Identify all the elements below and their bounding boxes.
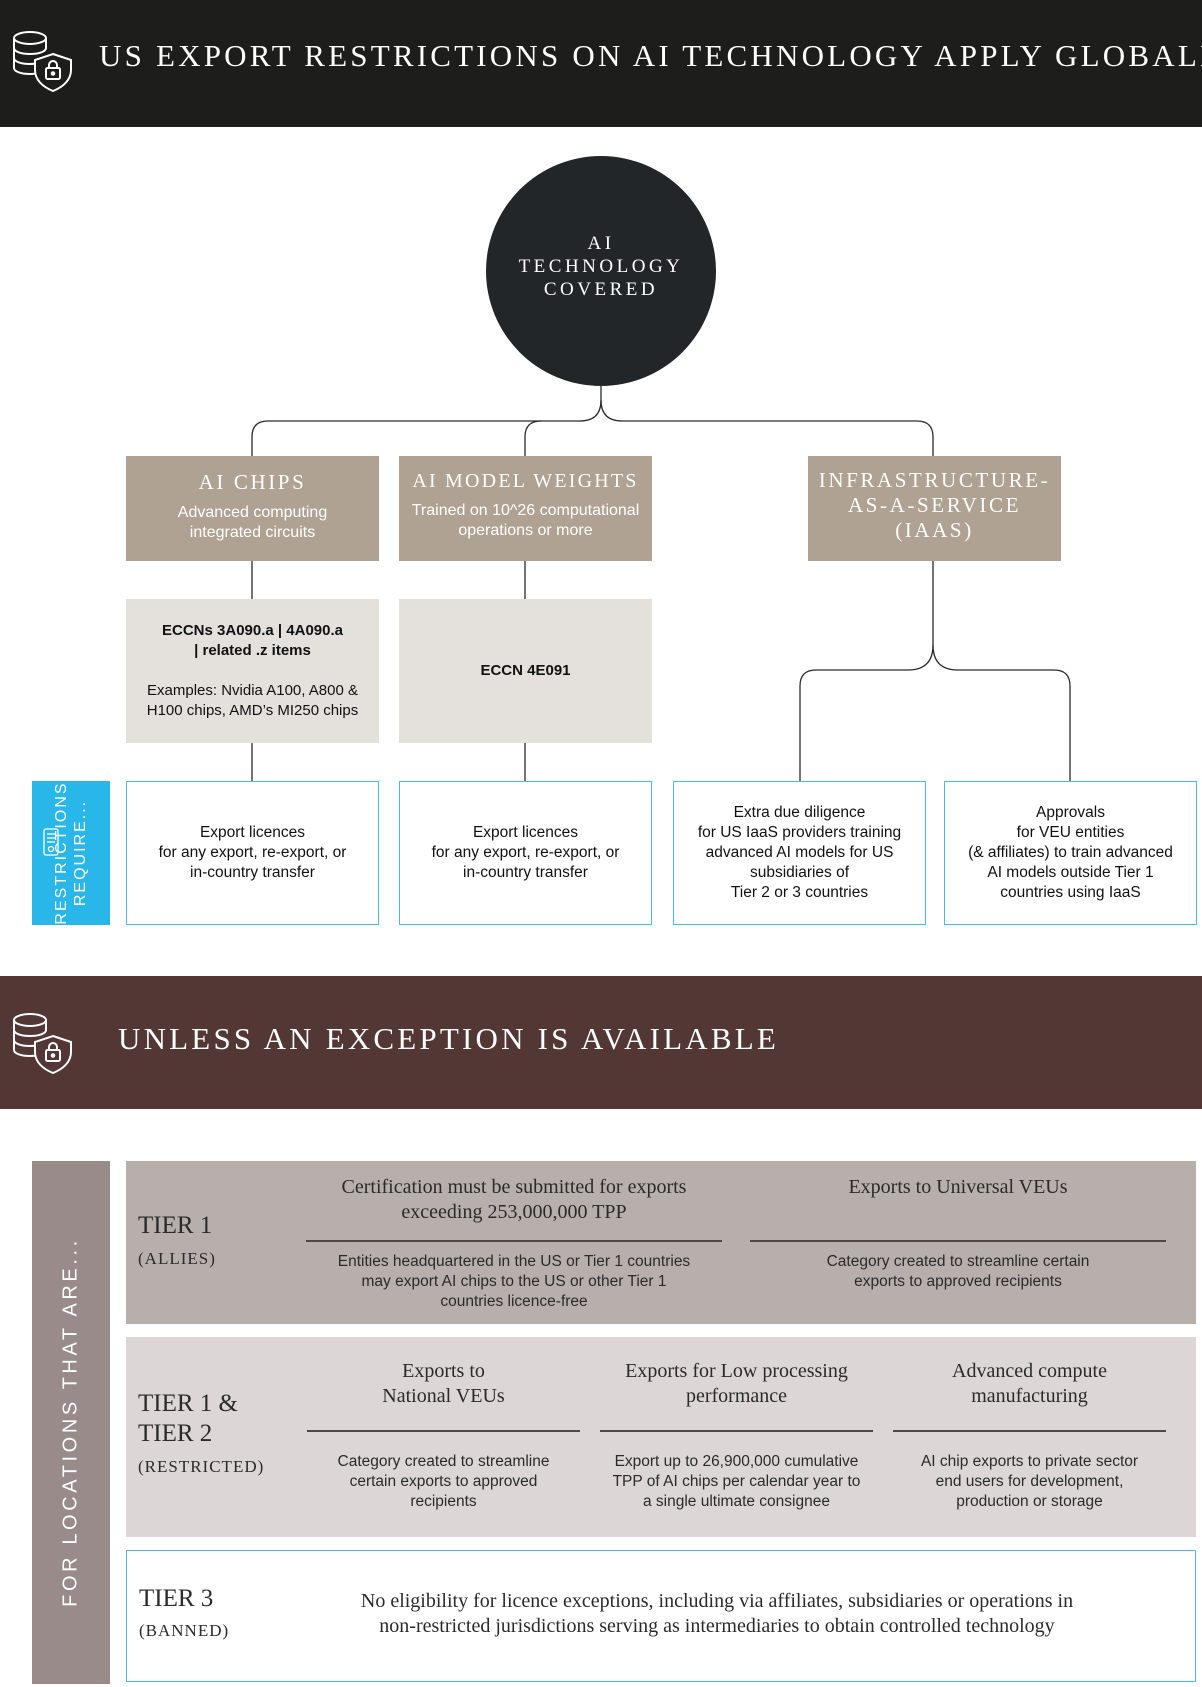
- root-line-2: TECHNOLOGY: [518, 255, 684, 277]
- column-divider: [750, 1240, 1166, 1242]
- page-title: US EXPORT RESTRICTIONS ON AI TECHNOLOGY …: [99, 38, 1202, 73]
- eccn-box-ai-model-weights: ECCN 4E091: [399, 599, 652, 743]
- column-divider: [306, 1240, 722, 1242]
- category-ai-model-weights: AI MODEL WEIGHTS Trained on 10^26 comput…: [399, 456, 652, 561]
- tier-2-column-national-veus: Exports to National VEUs: [382, 1360, 505, 1407]
- tier-2-column-advanced-compute-desc: AI chip exports to private sector end us…: [920, 1453, 1139, 1510]
- tier-2-column-advanced-compute: Advanced compute manufacturing: [952, 1360, 1107, 1407]
- tier-2-column-national-veus-desc: Category created to streamline certain e…: [337, 1453, 550, 1510]
- category-ai-chips: AI CHIPS Advanced computing integrated c…: [126, 456, 379, 561]
- restrictions-label: RESTRICTIONS REQUIRE...: [32, 781, 110, 925]
- eccn-code-continued: | related .z items: [194, 642, 311, 659]
- exception-title: UNLESS AN EXCEPTION IS AVAILABLE: [118, 1021, 780, 1056]
- eccn-box-ai-chips: ECCNs 3A090.a | 4A090.a | related .z ite…: [126, 599, 379, 743]
- tier-1-column-universal-veus-desc: Category created to streamline certain e…: [826, 1253, 1090, 1290]
- eccn-examples: Examples: Nvidia A100, A800 &: [147, 682, 358, 699]
- tier-2-column-low-processing: Exports for Low processing performance: [625, 1360, 848, 1407]
- tier-1-column-universal-veus: Exports to Universal VEUs: [848, 1176, 1068, 1198]
- tier-name: TIER 3: [139, 1585, 214, 1612]
- tier-name: TIER 1 & TIER 2: [138, 1390, 238, 1447]
- category-subtitle: Trained on 10^26 computational operation…: [411, 502, 640, 539]
- tier-sub: (BANNED): [139, 1621, 230, 1640]
- tier-name: TIER 1: [138, 1212, 213, 1239]
- category-iaas: INFRASTRUCTURE- AS-A-SERVICE (IAAS): [808, 456, 1061, 561]
- eccn-examples-continued: H100 chips, AMD’s MI250 chips: [146, 702, 359, 719]
- tier-2-column-low-processing-desc: Export up to 26,900,000 cumulative TPP o…: [612, 1453, 861, 1510]
- tier-3-row: TIER 3 (BANNED) No eligibility for licen…: [126, 1550, 1196, 1682]
- requirement-iaas-approvals: Approvals for VEU entities (& affiliates…: [944, 781, 1197, 925]
- tier-sub: (RESTRICTED): [138, 1457, 265, 1476]
- keypad-card-icon: [43, 828, 59, 856]
- root-node: AI TECHNOLOGY COVERED: [486, 156, 716, 386]
- requirement-ai-model-weights: Export licences for any export, re-expor…: [399, 781, 652, 925]
- root-line-3: COVERED: [543, 278, 659, 300]
- tier-1-column-certification: Certification must be submitted for expo…: [341, 1176, 687, 1223]
- requirement-iaas-due-diligence: Extra due diligence for US IaaS provider…: [673, 781, 926, 925]
- tier-2-row: TIER 1 & TIER 2 (RESTRICTED) Exports to …: [126, 1337, 1196, 1537]
- column-divider: [307, 1430, 580, 1432]
- category-subtitle: Advanced computing integrated circuits: [177, 504, 328, 541]
- eccn-code: ECCNs 3A090.a | 4A090.a: [162, 622, 343, 639]
- eccn-code: ECCN 4E091: [480, 662, 571, 679]
- column-divider: [893, 1430, 1166, 1432]
- tier-1-row: TIER 1 (ALLIES) Certification must be su…: [126, 1161, 1196, 1324]
- locations-label-text: FOR LOCATIONS THAT ARE...: [59, 1237, 82, 1607]
- root-line-1: AI: [587, 232, 615, 254]
- requirement-ai-chips: Export licences for any export, re-expor…: [126, 781, 379, 925]
- locations-label: FOR LOCATIONS THAT ARE...: [32, 1161, 110, 1684]
- tier-sub: (ALLIES): [138, 1249, 216, 1268]
- tier-3-description: No eligibility for licence exceptions, i…: [360, 1590, 1074, 1637]
- header-banner: US EXPORT RESTRICTIONS ON AI TECHNOLOGY …: [0, 0, 1202, 127]
- category-title: AI CHIPS: [198, 470, 307, 494]
- tier-1-column-certification-desc: Entities headquartered in the US or Tier…: [337, 1253, 691, 1310]
- database-shield-lock-icon: [13, 1013, 72, 1075]
- column-divider: [600, 1430, 873, 1432]
- exception-banner: UNLESS AN EXCEPTION IS AVAILABLE: [0, 976, 1202, 1109]
- category-title: INFRASTRUCTURE- AS-A-SERVICE (IAAS): [818, 468, 1051, 542]
- database-shield-lock-icon: [13, 31, 72, 93]
- category-title: AI MODEL WEIGHTS: [412, 470, 639, 492]
